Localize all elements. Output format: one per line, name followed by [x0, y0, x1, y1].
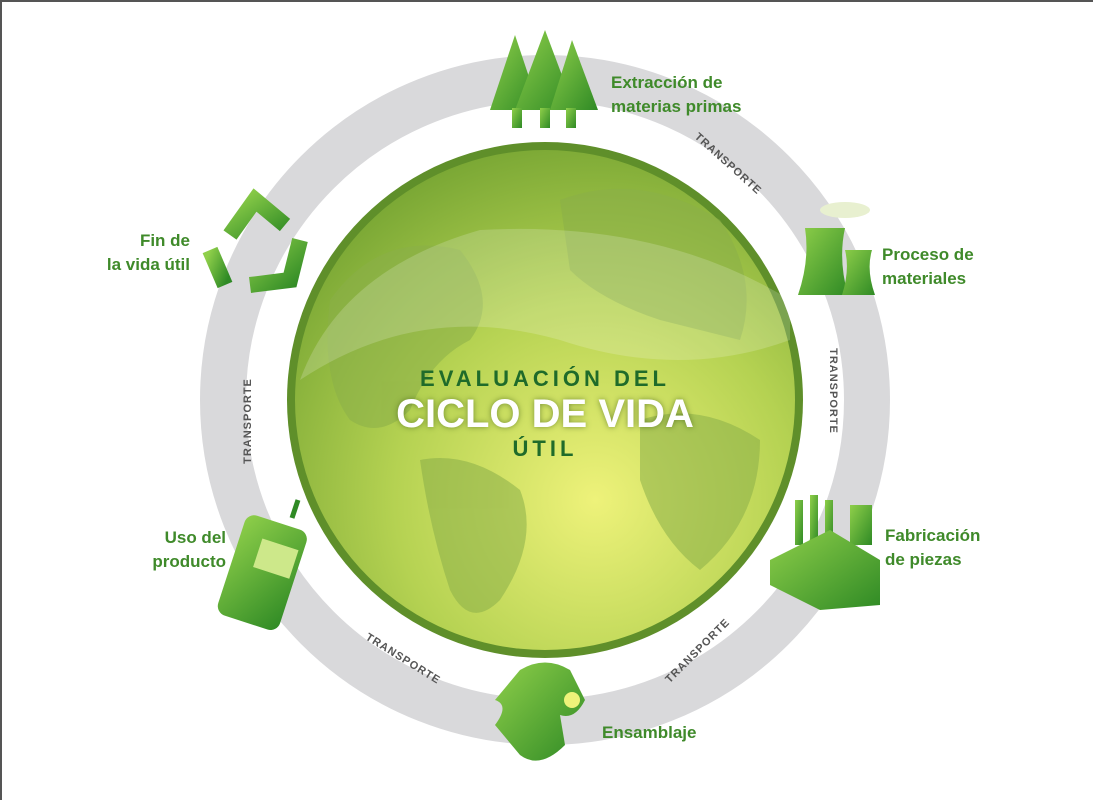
globe-highlight [300, 228, 790, 380]
stage-label: producto [152, 552, 226, 571]
stage-fin: Fin de la vida útil [105, 229, 190, 277]
diagram-title: EVALUACIÓN DEL CICLO DE VIDA ÚTIL [345, 366, 745, 462]
recycle-icon [202, 188, 308, 293]
puzzle-piece-icon [495, 662, 585, 761]
title-line3: ÚTIL [512, 436, 578, 461]
stage-label: materiales [882, 269, 967, 288]
stage-label: Proceso de [882, 245, 974, 264]
transport-label: TRANSPORTE [826, 348, 839, 434]
trees-icon [490, 30, 598, 128]
stage-label: Uso del [164, 528, 226, 547]
stage-label: la vida útil [106, 255, 190, 274]
continents [327, 188, 760, 613]
stage-fabricacion: Fabricación de piezas [885, 524, 980, 572]
stage-label: Fin de [139, 231, 190, 250]
cooling-towers-icon [798, 202, 875, 295]
title-line2: CICLO DE VIDA [396, 392, 694, 436]
stage-label: Fabricación [885, 526, 981, 545]
title-line1: EVALUACIÓN DEL [420, 366, 670, 391]
transport-label: TRANSPORTE [241, 378, 254, 464]
stage-uso: Uso del producto [140, 526, 226, 574]
stage-proceso: Proceso de materiales [882, 243, 974, 291]
stage-label: Extracción de [611, 73, 723, 92]
stage-label: Ensamblaje [602, 723, 697, 742]
stage-extraccion: Extracción de materias primas [611, 71, 741, 119]
stage-ensamblaje: Ensamblaje [602, 721, 697, 745]
stage-label: de piezas [885, 550, 962, 569]
mobile-phone-icon [217, 499, 307, 631]
factory-icon [770, 495, 880, 610]
stage-label: materias primas [611, 97, 742, 116]
